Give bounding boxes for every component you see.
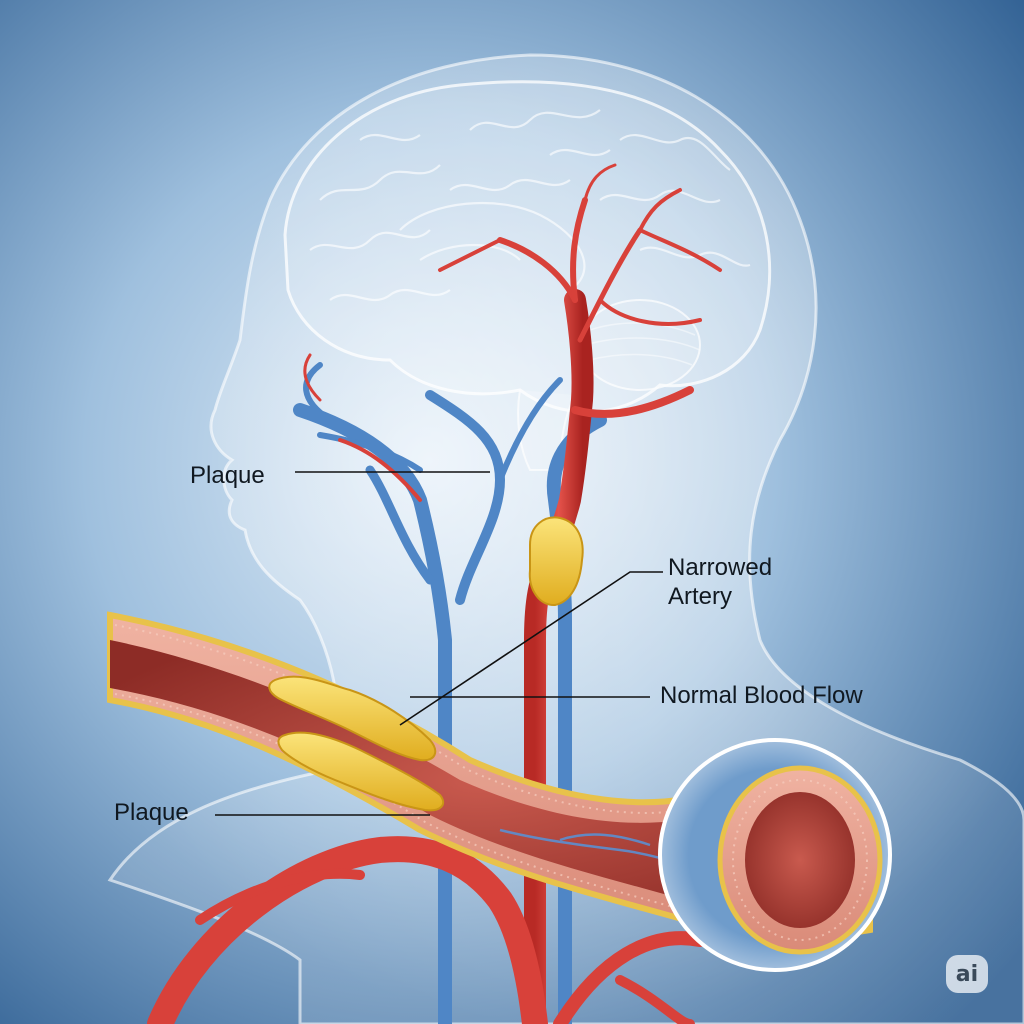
label-narrowed-artery: Narrowed Artery	[668, 553, 772, 611]
label-narrowed-line1: Narrowed	[668, 554, 773, 581]
plaque-lower	[277, 731, 445, 812]
label-plaque-top: Plaque	[190, 462, 265, 489]
label-plaque-bottom: Plaque	[114, 799, 189, 826]
plaque-upper	[268, 675, 437, 762]
leader-narrowed	[399, 571, 663, 726]
label-narrowed-line2: Artery	[668, 583, 733, 610]
vessel-inset	[658, 738, 892, 972]
label-normal-blood-flow: Normal Blood Flow	[660, 682, 863, 709]
ai-watermark-badge: ai	[946, 955, 988, 993]
leader-lines	[215, 471, 663, 816]
brain	[283, 80, 772, 471]
neck-plaque	[528, 516, 584, 607]
